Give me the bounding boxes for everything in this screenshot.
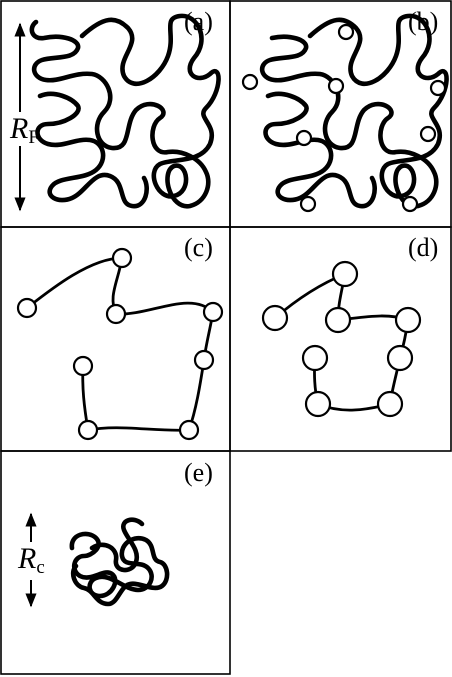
- blob-bead: [301, 344, 329, 372]
- panel-b: (b): [229, 0, 452, 228]
- panel-c: (c): [0, 226, 231, 452]
- polymer-chain: [263, 91, 377, 209]
- blob-bead: [327, 77, 345, 95]
- polymer-chain: [35, 91, 149, 209]
- panel-d-label: (d): [408, 233, 438, 262]
- rc-label: Rc: [17, 542, 45, 578]
- panel-b-label: (b): [408, 7, 438, 36]
- blob-bead: [299, 195, 317, 213]
- blob-bead: [16, 297, 38, 319]
- blob-bead: [111, 247, 133, 269]
- blob-bead: [386, 344, 414, 372]
- blob-bead: [429, 79, 447, 97]
- panel-e: Rc (e): [0, 450, 231, 675]
- panel-c-label: (c): [184, 233, 213, 262]
- blob-bead: [241, 73, 259, 91]
- panel-d: (d): [229, 226, 452, 452]
- blob-bead: [324, 306, 352, 334]
- blob-bead: [72, 355, 94, 377]
- blob-bead: [376, 390, 404, 418]
- blob-bead: [304, 390, 332, 418]
- polymer-chain: [259, 13, 449, 209]
- polymer-chain: [29, 13, 221, 209]
- blob-bead: [394, 306, 422, 334]
- panel-a: RF (a): [0, 0, 231, 228]
- blob-bead: [337, 23, 355, 41]
- panel-a-label: (a): [184, 7, 213, 36]
- blob-bead: [331, 260, 359, 288]
- panel-e-label: (e): [184, 458, 213, 487]
- blob-bead: [295, 129, 313, 147]
- blob-bead: [261, 304, 289, 332]
- blob-link: [187, 358, 206, 432]
- blob-bead: [419, 125, 437, 143]
- blob-link: [25, 256, 124, 310]
- blob-bead: [202, 301, 224, 323]
- blob-bead: [193, 349, 215, 371]
- blob-bead: [77, 419, 99, 441]
- blob-link: [114, 301, 215, 316]
- rf-label: RF: [9, 112, 39, 148]
- blob-link: [86, 426, 191, 432]
- blob-bead: [401, 195, 419, 213]
- collapsed-chain: [69, 517, 170, 607]
- blob-bead: [178, 419, 200, 441]
- blob-bead: [105, 303, 127, 325]
